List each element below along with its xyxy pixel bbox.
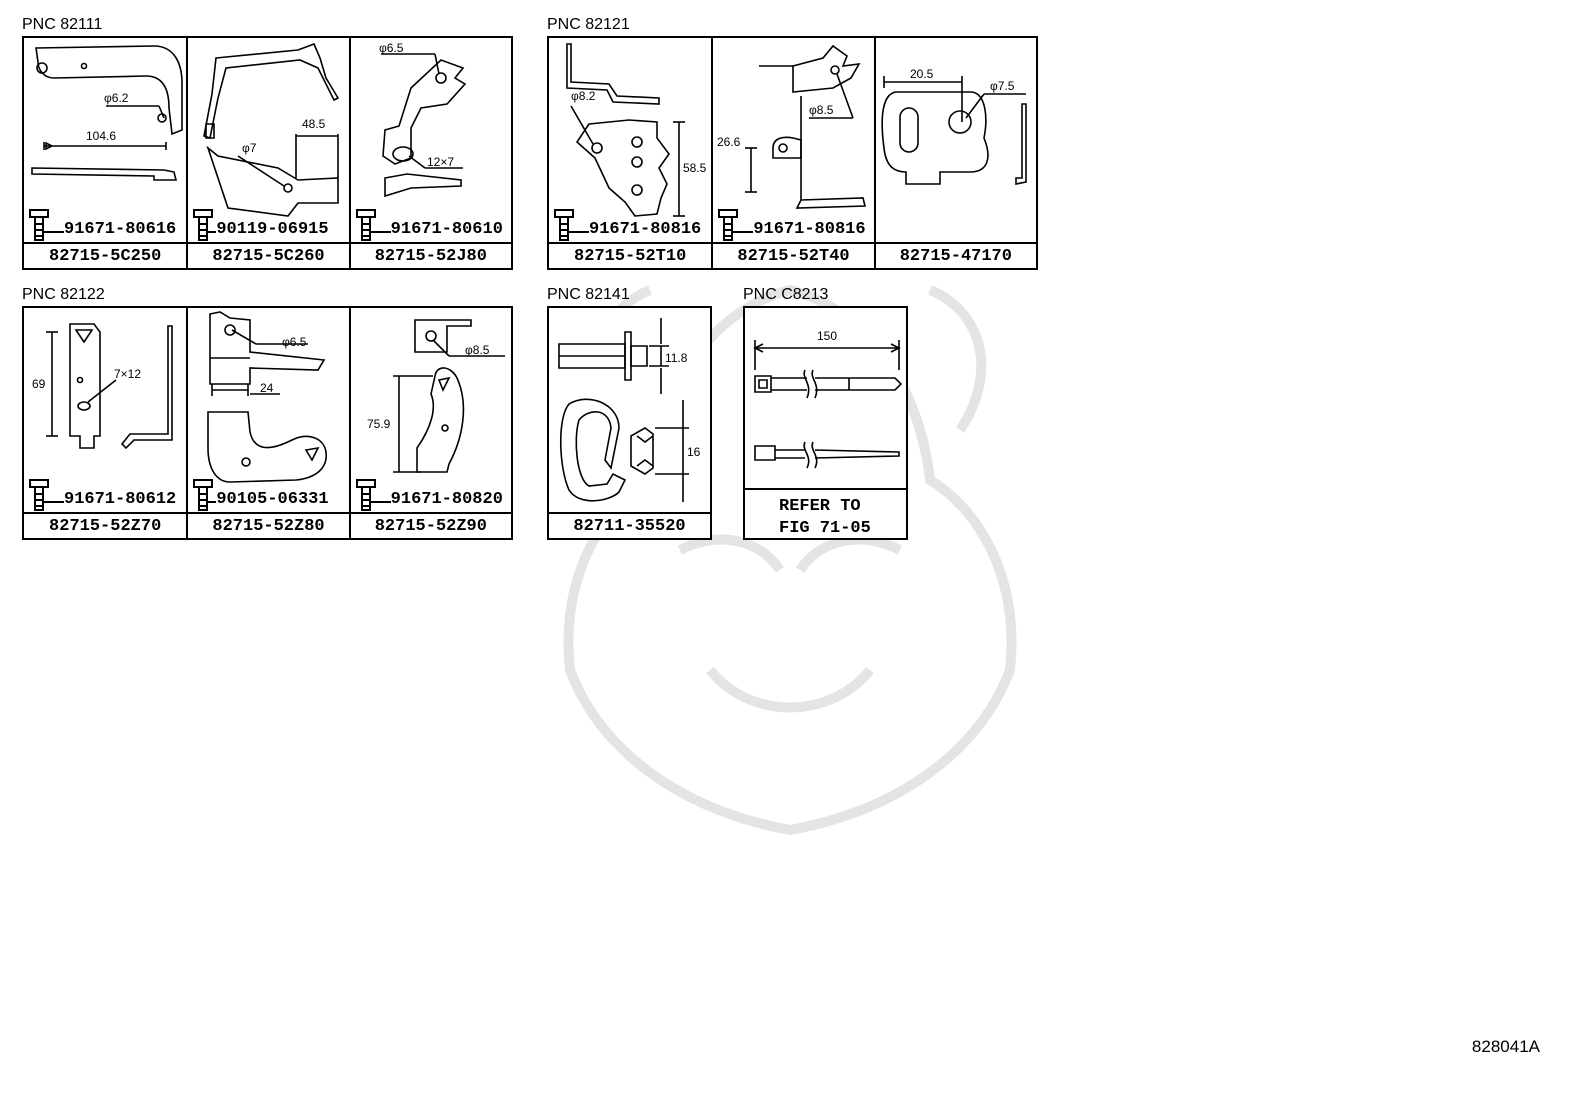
dim-label: 16 <box>687 445 701 459</box>
leader-line <box>44 231 64 233</box>
leader-line <box>733 231 754 233</box>
part-cell[interactable]: φ8.5 26.6 91671-80816 82715-52T40 <box>711 38 874 270</box>
bolt-icon <box>553 208 575 242</box>
part-number[interactable]: 82715-47170 <box>875 242 1037 270</box>
dim-label: φ8.2 <box>571 89 596 103</box>
dim-label: φ7.5 <box>990 79 1015 93</box>
refer-line-1: REFER TO <box>779 497 861 516</box>
dim-label: 26.6 <box>717 135 741 149</box>
group-title: PNC 82141 <box>547 286 630 303</box>
bracket-drawing: φ7 48.5 <box>188 38 349 242</box>
leader-line <box>208 231 217 233</box>
part-cell[interactable]: φ6.5 24 90105-06331 82715-52Z80 <box>186 308 349 540</box>
bolt-icon <box>717 208 739 242</box>
bracket-drawing: φ8.5 26.6 <box>713 38 874 242</box>
dim-label: 75.9 <box>367 417 391 431</box>
bolt-icon <box>28 208 50 242</box>
bolt-part-number: 91671-80616 <box>64 220 177 239</box>
part-cells: 69 7×12 91671-80612 82715-52Z70 <box>22 306 513 540</box>
bolt-icon <box>355 208 377 242</box>
leader-line <box>44 501 64 503</box>
part-number[interactable]: 82715-52Z70 <box>24 512 187 540</box>
dim-label: 150 <box>817 329 837 343</box>
leader-line <box>569 231 589 233</box>
bracket-drawing: φ6.5 12×7 <box>351 38 512 242</box>
part-cell[interactable]: 20.5 φ7.5 82715-47170 <box>873 38 1037 270</box>
part-number[interactable]: 82711-35520 <box>549 512 710 540</box>
clip-drawing: 11.8 16 <box>549 308 710 512</box>
group-title: PNC 82121 <box>547 16 630 33</box>
part-cell[interactable]: φ8.2 58.5 91671-80816 82715-52T10 <box>549 38 712 270</box>
bolt-icon <box>28 478 50 512</box>
bracket-drawing: φ6.2 104.6 <box>24 38 185 242</box>
leader-line <box>370 501 391 503</box>
bracket-drawing: 69 7×12 <box>24 308 185 512</box>
part-cells: φ8.2 58.5 91671-80816 82715-52T10 <box>547 36 1038 270</box>
bracket-drawing: φ6.5 24 <box>188 308 349 512</box>
part-cells: 150 REFER TO FIG 71-05 <box>743 306 908 540</box>
part-number[interactable]: 82715-52J80 <box>350 242 512 270</box>
dim-label: 104.6 <box>86 129 116 143</box>
dim-label: φ8.5 <box>809 103 834 117</box>
bolt-part-number: 90105-06331 <box>216 490 329 509</box>
refer-line-2: FIG 71-05 <box>779 519 871 538</box>
bolt-part-number: 91671-80816 <box>753 220 866 239</box>
bolt-part-number: 91671-80612 <box>64 490 177 509</box>
dim-label: 24 <box>260 381 274 395</box>
dim-label: 69 <box>32 377 46 391</box>
part-cell[interactable]: φ6.5 12×7 91671-80610 82715-52J80 <box>348 38 512 270</box>
bolt-icon <box>192 208 214 242</box>
dim-label: 48.5 <box>302 117 326 131</box>
dim-label: φ6.2 <box>104 91 129 105</box>
dim-label: φ6.5 <box>379 41 404 55</box>
part-number[interactable]: 82715-52T40 <box>713 242 874 270</box>
bolt-icon <box>355 478 377 512</box>
dim-label: 11.8 <box>665 351 688 365</box>
bracket-drawing: φ8.2 58.5 <box>549 38 710 242</box>
bolt-icon <box>192 478 214 512</box>
dim-label: 58.5 <box>683 161 707 175</box>
part-number[interactable]: 82715-52Z90 <box>350 512 512 540</box>
leader-line <box>370 231 391 233</box>
part-cells: 11.8 16 82711-35520 <box>547 306 712 540</box>
part-cells: φ6.2 104.6 91671-80616 82715-5C250 <box>22 36 513 270</box>
group-title: PNC 82122 <box>22 286 105 303</box>
bolt-part-number: 91671-80816 <box>589 220 702 239</box>
refer-note: REFER TO FIG 71-05 <box>745 488 906 540</box>
part-cell[interactable]: φ8.5 75.9 91671-80820 82715-52Z90 <box>348 308 512 540</box>
part-number[interactable]: 82715-5C250 <box>24 242 187 270</box>
bolt-part-number: 91671-80610 <box>390 220 503 239</box>
part-cell[interactable]: 150 REFER TO FIG 71-05 <box>745 308 906 540</box>
part-number[interactable]: 82715-5C260 <box>188 242 349 270</box>
bracket-drawing: φ8.5 75.9 <box>351 308 512 512</box>
part-number[interactable]: 82715-52Z80 <box>188 512 349 540</box>
part-cell[interactable]: φ7 48.5 90119-06915 82715-5C260 <box>186 38 349 270</box>
dim-label: 7×12 <box>114 367 141 381</box>
bolt-part-number: 91671-80820 <box>390 490 503 509</box>
illustration-code: 828041A <box>1471 1037 1540 1056</box>
bolt-part-number: 90119-06915 <box>216 220 329 239</box>
dim-label: φ7 <box>242 141 257 155</box>
bracket-drawing: 20.5 φ7.5 <box>876 38 1037 242</box>
part-cell[interactable]: 69 7×12 91671-80612 82715-52Z70 <box>24 308 187 540</box>
part-cell[interactable]: 11.8 16 82711-35520 <box>549 308 710 540</box>
dim-label: φ8.5 <box>465 343 490 357</box>
dim-label: φ6.5 <box>282 335 307 349</box>
dim-label: 20.5 <box>910 67 934 81</box>
part-cell[interactable]: φ6.2 104.6 91671-80616 82715-5C250 <box>24 38 187 270</box>
dim-label: 12×7 <box>427 155 454 169</box>
group-title: PNC C8213 <box>743 286 829 303</box>
leader-line <box>208 501 217 503</box>
cable-tie-drawing: 150 <box>745 308 906 512</box>
part-number[interactable]: 82715-52T10 <box>549 242 712 270</box>
group-title: PNC 82111 <box>22 16 103 33</box>
